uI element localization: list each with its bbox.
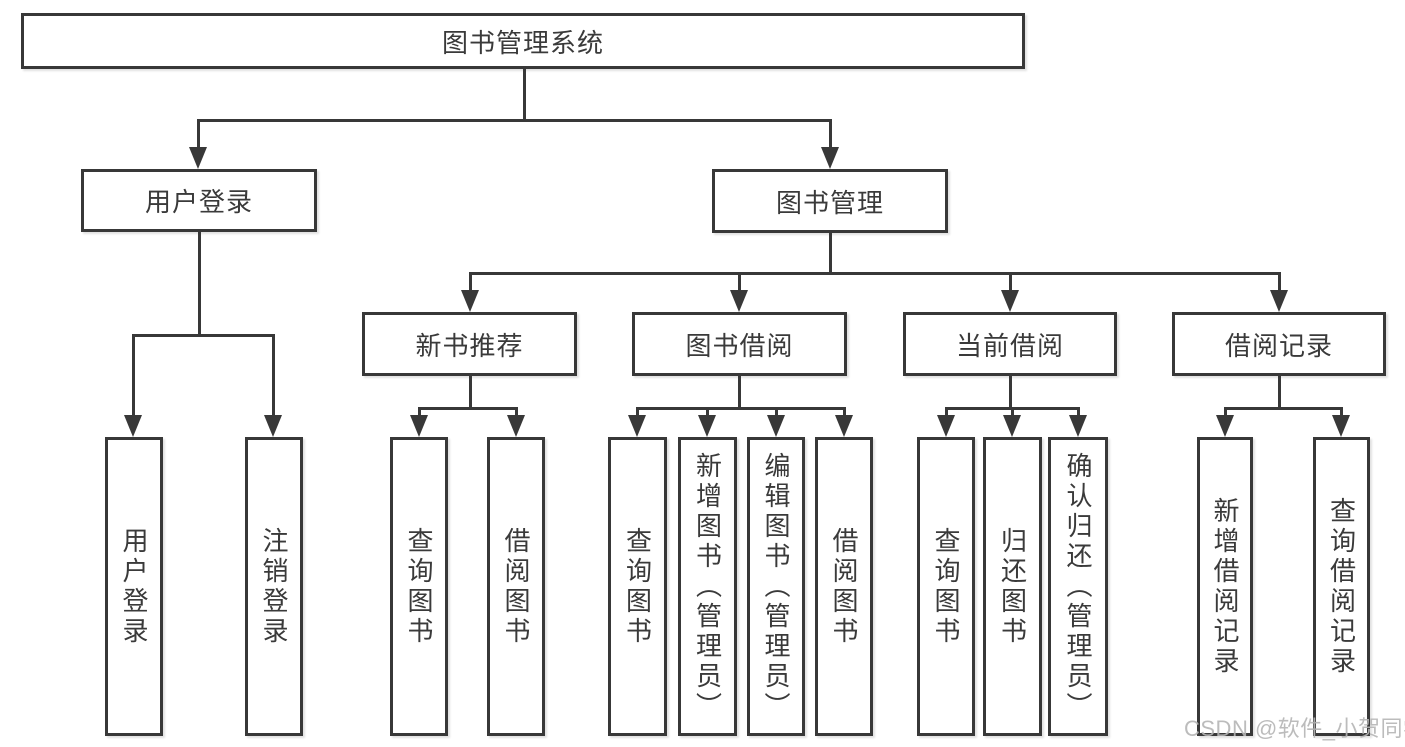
node-leaf-query-book-3: 查询图书 xyxy=(917,437,975,736)
connector-branch-leaf-query-book-2 xyxy=(636,407,639,419)
arrowhead-book-mgmt xyxy=(821,147,839,169)
connector-user-login-stem xyxy=(198,232,201,336)
arrowhead-new-book-rec xyxy=(461,290,479,312)
node-leaf-query-book-3-label: 查询图书 xyxy=(931,526,961,647)
node-leaf-query-book-2-label: 查询图书 xyxy=(622,526,653,647)
node-leaf-query-record: 查询借阅记录 xyxy=(1313,437,1370,736)
node-leaf-query-book-2: 查询图书 xyxy=(608,437,667,736)
arrowhead-leaf-query-book-2 xyxy=(628,415,646,437)
node-leaf-return-book: 归还图书 xyxy=(983,437,1042,736)
node-user-login: 用户登录 xyxy=(81,169,317,232)
connector-book-mgmt-stem xyxy=(829,233,832,274)
node-book-borrow: 图书借阅 xyxy=(632,312,847,376)
connector-branch-leaf-borrow-book-1 xyxy=(515,407,518,419)
node-leaf-confirm-return: 确认归还（管理员） xyxy=(1048,437,1108,736)
node-leaf-borrow-book-2-label: 借阅图书 xyxy=(829,526,859,647)
connector-branch-leaf-query-book-3 xyxy=(945,407,948,419)
connector-new-book-rec-stem xyxy=(469,376,472,409)
connector-branch-leaf-borrow-book-2 xyxy=(843,407,846,419)
node-user-login-label: 用户登录 xyxy=(144,187,253,217)
node-borrow-records: 借阅记录 xyxy=(1172,312,1386,376)
watermark: CSDN @软件_小贺同学 xyxy=(1184,716,1405,741)
arrowhead-leaf-query-book-1 xyxy=(410,415,428,437)
node-root-label: 图书管理系统 xyxy=(441,27,604,58)
node-leaf-add-record-label: 新增借阅记录 xyxy=(1210,496,1240,677)
connector-branch-user-login xyxy=(197,119,200,150)
arrowhead-leaf-query-book-3 xyxy=(937,415,955,437)
node-leaf-edit-book: 编辑图书（管理员） xyxy=(747,437,805,736)
node-root: 图书管理系统 xyxy=(21,13,1025,69)
node-leaf-user-login-label: 用户登录 xyxy=(119,526,149,647)
node-leaf-add-record: 新增借阅记录 xyxy=(1197,437,1253,736)
node-leaf-return-book-label: 归还图书 xyxy=(997,526,1028,647)
node-leaf-borrow-book-1: 借阅图书 xyxy=(487,437,545,736)
connector-branch-leaf-edit-book xyxy=(775,407,778,419)
node-new-book-rec: 新书推荐 xyxy=(362,312,577,376)
node-leaf-query-book-1: 查询图书 xyxy=(390,437,448,736)
connector-level2-split xyxy=(197,119,832,122)
connector-branch-book-borrow xyxy=(738,272,741,292)
arrowhead-leaf-user-login xyxy=(124,415,142,437)
connector-branch-leaf-query-record xyxy=(1340,407,1343,419)
arrowhead-leaf-logout xyxy=(264,415,282,437)
node-leaf-query-book-1-label: 查询图书 xyxy=(404,526,434,647)
connector-new-book-rec-split xyxy=(418,407,518,410)
node-leaf-confirm-return-label: 确认归还（管理员） xyxy=(1063,451,1093,722)
connector-branch-leaf-logout xyxy=(272,334,275,419)
arrowhead-current-borrow xyxy=(1001,290,1019,312)
node-leaf-borrow-book-1-label: 借阅图书 xyxy=(501,526,531,647)
node-book-borrow-label: 图书借阅 xyxy=(685,330,794,361)
arrowhead-leaf-confirm-return xyxy=(1069,415,1087,437)
connector-branch-leaf-return-book xyxy=(1011,407,1014,419)
arrowhead-borrow-records xyxy=(1270,290,1288,312)
node-leaf-add-book: 新增图书（管理员） xyxy=(678,437,737,736)
arrowhead-leaf-add-book xyxy=(698,415,716,437)
node-current-borrow-label: 当前借阅 xyxy=(955,330,1064,361)
arrowhead-leaf-add-record xyxy=(1216,415,1234,437)
connector-branch-leaf-add-record xyxy=(1224,407,1227,419)
node-book-mgmt: 图书管理 xyxy=(712,169,948,233)
connector-branch-leaf-confirm-return xyxy=(1077,407,1080,419)
arrowhead-leaf-edit-book xyxy=(767,415,785,437)
connector-branch-new-book-rec xyxy=(469,272,472,292)
node-leaf-user-login: 用户登录 xyxy=(105,437,163,736)
node-leaf-borrow-book-2: 借阅图书 xyxy=(815,437,873,736)
connector-borrow-records-stem xyxy=(1278,376,1281,409)
arrowhead-leaf-query-record xyxy=(1332,415,1350,437)
arrowhead-leaf-borrow-book-1 xyxy=(507,415,525,437)
connector-branch-book-mgmt xyxy=(829,119,832,150)
node-current-borrow: 当前借阅 xyxy=(903,312,1117,376)
node-leaf-logout: 注销登录 xyxy=(245,437,303,736)
connector-branch-leaf-add-book xyxy=(706,407,709,419)
connector-book-borrow-split xyxy=(636,407,846,410)
connector-borrow-records-split xyxy=(1224,407,1343,410)
connector-branch-leaf-user-login xyxy=(132,334,135,419)
connector-root-stem xyxy=(523,69,526,120)
connector-branch-borrow-records xyxy=(1278,272,1281,292)
connector-branch-current-borrow xyxy=(1009,272,1012,292)
connector-level3-split xyxy=(469,272,1280,275)
node-leaf-logout-label: 注销登录 xyxy=(259,526,289,647)
connector-branch-leaf-query-book-1 xyxy=(418,407,421,419)
arrowhead-book-borrow xyxy=(730,290,748,312)
node-new-book-rec-label: 新书推荐 xyxy=(415,330,524,361)
connector-user-login-split xyxy=(132,334,274,337)
arrowhead-leaf-borrow-book-2 xyxy=(835,415,853,437)
node-leaf-edit-book-label: 编辑图书（管理员） xyxy=(761,451,791,722)
arrowhead-user-login xyxy=(189,147,207,169)
node-leaf-query-record-label: 查询借阅记录 xyxy=(1326,496,1357,677)
arrowhead-leaf-return-book xyxy=(1003,415,1021,437)
node-borrow-records-label: 借阅记录 xyxy=(1224,330,1333,361)
connector-current-borrow-stem xyxy=(1009,376,1012,409)
node-leaf-add-book-label: 新增图书（管理员） xyxy=(692,451,723,722)
connector-book-borrow-stem xyxy=(738,376,741,409)
node-book-mgmt-label: 图书管理 xyxy=(775,187,884,218)
